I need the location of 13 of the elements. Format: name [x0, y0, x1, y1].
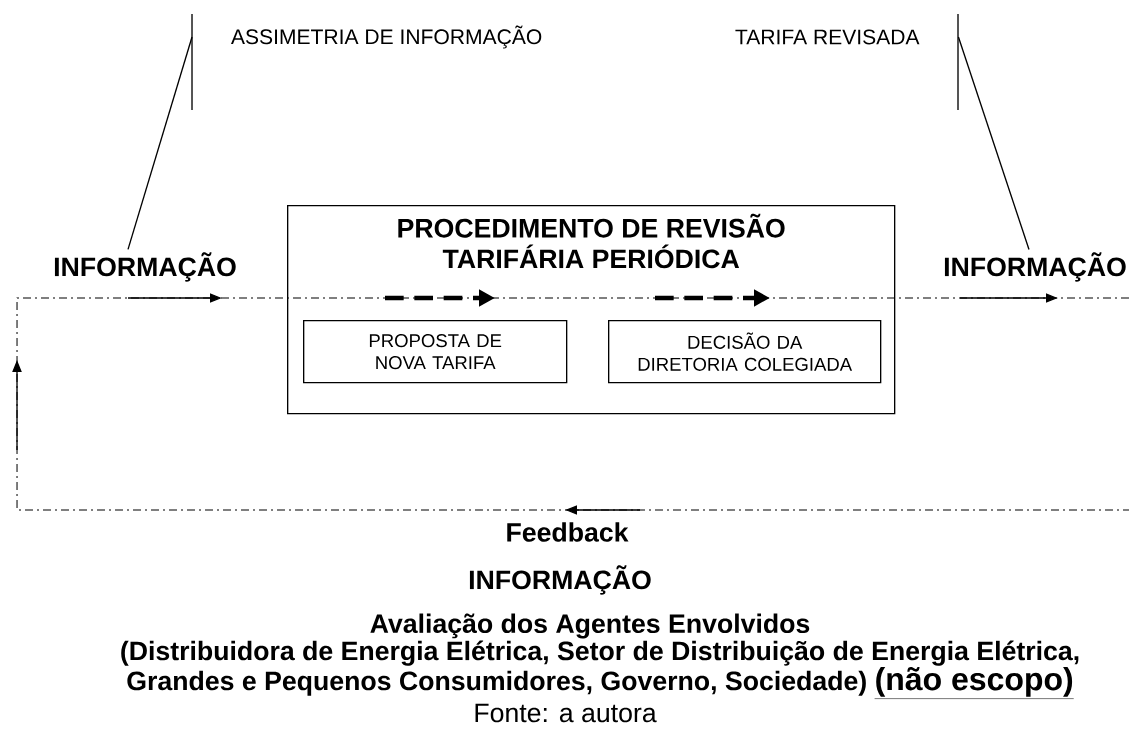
note-text: (Distribuidora de Energia Elétrica, Setor de Distribuição de Energia Elétrica, Grandes e Pequenos Consumidores, Governo, Sociedade) (não escopo) — [121, 640, 1079, 699]
callout-text: ASSIMETRIA DE INFORMAÇÃO — [231, 25, 542, 49]
source-caption: Fonte: a autora — [475, 703, 657, 723]
note-heading: Avaliação dos Agentes Envolvidos — [370, 613, 810, 639]
process-box: DECISÃO DA DIRETORIA COLEGIADA — [608, 320, 882, 384]
flow-label: Feedback — [507, 522, 629, 542]
flow-label: INFORMAÇÃO — [54, 252, 236, 282]
leader-line — [957, 36, 1030, 251]
process-box: PROPOSTA DE NOVA TARIFA — [303, 320, 568, 384]
leader-line — [127, 36, 193, 251]
flow-label: INFORMAÇÃO — [944, 252, 1126, 282]
flow-label: INFORMAÇÃO — [469, 565, 651, 595]
callout-text: TARIFA REVISADA — [735, 29, 920, 45]
